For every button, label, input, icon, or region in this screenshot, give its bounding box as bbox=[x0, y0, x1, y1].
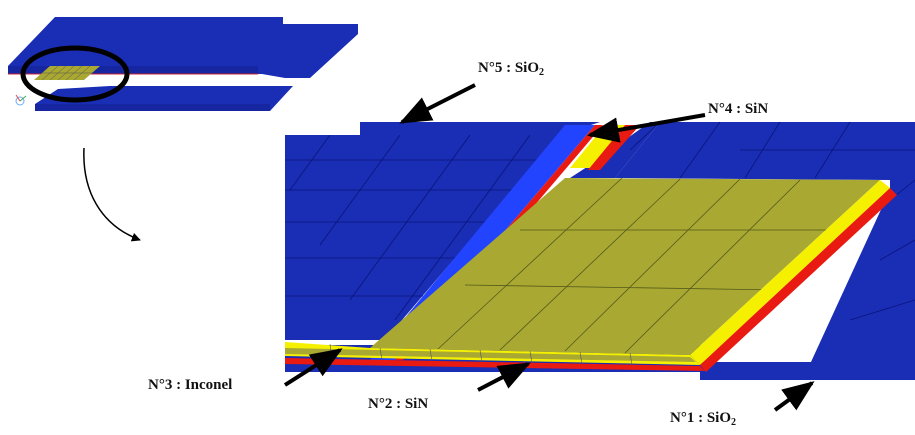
sin-side-yellow bbox=[690, 180, 890, 365]
sio2-base-right bbox=[615, 122, 915, 375]
sio2-base-left bbox=[285, 135, 560, 340]
overview-model bbox=[8, 17, 358, 111]
label-layer1-text: N°1 : SiO bbox=[670, 410, 732, 426]
label-layer2-text: N°2 : SiN bbox=[368, 396, 429, 412]
label-layer5-sub: 2 bbox=[539, 67, 545, 78]
arrow-layer1 bbox=[773, 381, 815, 412]
sin-side-red bbox=[700, 188, 897, 372]
axis-triad-icon bbox=[15, 94, 27, 106]
label-layer4: N°4 : SiN bbox=[708, 101, 768, 118]
label-layer3-text: N°3 : Inconel bbox=[148, 377, 233, 393]
label-layer1-sub: 2 bbox=[731, 417, 737, 428]
label-layer2: N°2 : SiN bbox=[368, 396, 428, 413]
label-layer5-text: N°5 : SiO bbox=[478, 60, 540, 76]
label-layer4-text: N°4 : SiN bbox=[708, 101, 769, 117]
arrow-layer2 bbox=[477, 362, 531, 392]
arrow-layer3 bbox=[283, 348, 343, 387]
inconel-pad bbox=[370, 178, 880, 355]
zoom-highlight-ellipse bbox=[20, 45, 130, 103]
label-layer3: N°3 : Inconel bbox=[148, 377, 232, 394]
arrow-layer4 bbox=[586, 113, 706, 143]
label-layer1: N°1 : SiO2 bbox=[670, 410, 736, 428]
sin-front-red bbox=[285, 358, 705, 371]
label-layer5: N°5 : SiO2 bbox=[478, 60, 544, 78]
overview-plate bbox=[8, 17, 358, 78]
zoom-arrow bbox=[83, 147, 141, 242]
zoomed-model bbox=[285, 95, 915, 380]
arrow-layer5 bbox=[399, 83, 476, 124]
